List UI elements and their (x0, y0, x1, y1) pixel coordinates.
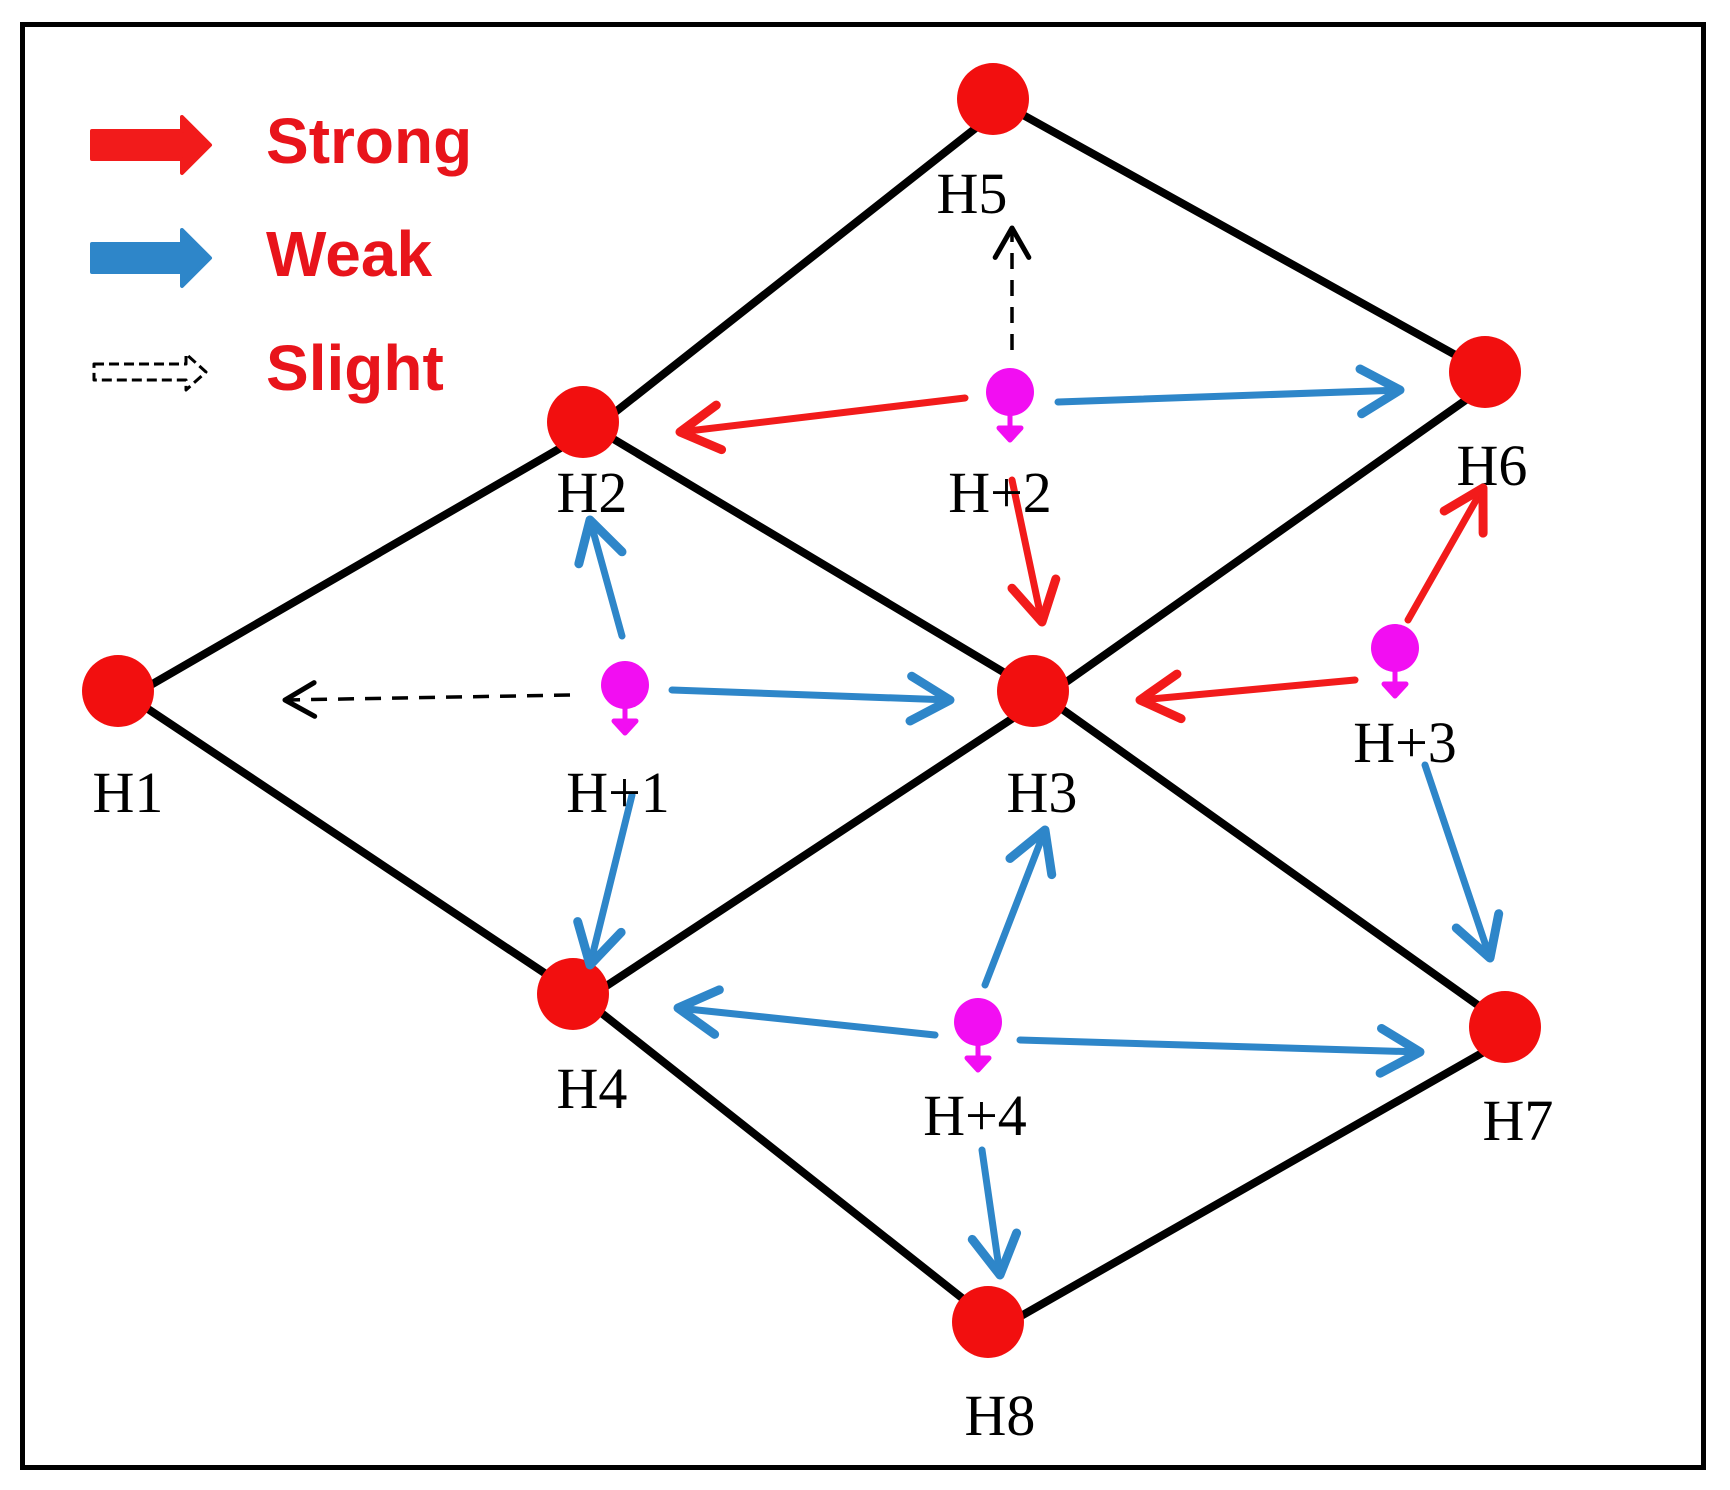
site-h7-label: H7 (1483, 1088, 1554, 1153)
edge-h4-h3 (581, 693, 1049, 1004)
site-h4-dot (537, 958, 609, 1030)
legend-strong-arrow-icon (90, 115, 212, 175)
edge-h6-h3 (1041, 374, 1501, 701)
site-h2-dot (547, 386, 619, 458)
arrow-hplus1-to-h2-weak (574, 515, 627, 640)
arrow-hplus2-to-h3-strong (1007, 476, 1061, 627)
hydrogen-hplus2: H+2 (948, 368, 1052, 525)
arrow-hplus1-to-h4-weak (573, 791, 636, 970)
arrow-hplus2-to-h6-weak (1054, 364, 1405, 419)
arrow-hplus3-to-h7-weak (1421, 761, 1504, 963)
edge-h2-h5 (591, 101, 1009, 432)
legend-item-weak: Weak (90, 218, 432, 290)
edge-h8-h4 (581, 996, 1004, 1332)
site-h7-dot (1469, 991, 1541, 1063)
hydrogen-hplus2-pin-icon (996, 412, 1024, 443)
arrow-hplus4-to-h7-weak (1016, 1023, 1425, 1078)
hydrogen-hplus4-ball (954, 998, 1002, 1046)
site-h4-label: H4 (557, 1056, 628, 1121)
hydrogen-hplus4-pin-icon (964, 1042, 992, 1073)
site-h6-dot (1449, 336, 1521, 408)
legend-item-strong: Strong (90, 105, 472, 177)
arrow-hplus3-to-h6-strong (1404, 483, 1488, 624)
hydrogen-hplus1-ball (601, 661, 649, 709)
hydrogen-hplus2-label: H+2 (948, 460, 1052, 525)
site-h1-label: H1 (93, 760, 164, 825)
legend-label-slight: Slight (266, 332, 444, 404)
edge-h5-h6 (1001, 101, 1501, 382)
hydrogen-hplus3-pin-icon (1381, 668, 1409, 699)
hydrogen-atoms: H+1 H+2H+3H+4 (566, 368, 1457, 1148)
edge-h1-h2 (126, 424, 599, 701)
hydrogen-hplus1-label: H+1 (566, 760, 670, 825)
arrow-hplus4-to-h8-weak (967, 1146, 1022, 1280)
arrow-hplus1-to-h1-slight (282, 680, 571, 719)
hydrogen-hplus1: H+1 (566, 661, 670, 825)
legend-slight-arrow-icon (92, 352, 208, 392)
hydrogen-hplus2-ball (986, 368, 1034, 416)
arrow-hplus4-to-h4-weak (673, 985, 939, 1039)
legend-item-slight: Slight (92, 332, 444, 404)
arrow-hplus3-to-h3-strong (1135, 669, 1359, 724)
site-h6-label: H6 (1457, 433, 1528, 498)
legend-label-strong: Strong (266, 105, 472, 177)
edge-h3-h2 (591, 424, 1049, 701)
arrow-hplus1-to-h3-weak (668, 671, 955, 726)
site-h2-label: H2 (557, 460, 628, 525)
hydrogen-hplus3-ball (1371, 624, 1419, 672)
legend-weak-arrow-icon (90, 228, 212, 288)
hydrogen-hplus4-label: H+4 (923, 1083, 1027, 1148)
site-h1-dot (82, 655, 154, 727)
interaction-arrows (282, 225, 1504, 1280)
site-h3-dot (997, 655, 1069, 727)
hydrogen-hplus3-label: H+3 (1353, 710, 1457, 775)
legend: Strong Weak Slight (90, 105, 472, 404)
edge-h3-h7 (1041, 693, 1521, 1037)
lattice-edges (126, 101, 1521, 1332)
edge-h4-h1 (126, 693, 589, 1004)
hydrogen-hplus4: H+4 (923, 998, 1027, 1148)
site-h8-dot (952, 1286, 1024, 1358)
edge-h7-h8 (996, 1029, 1521, 1332)
figure-frame (20, 22, 1706, 1470)
site-h8-label: H8 (965, 1383, 1036, 1448)
site-h5-dot (957, 63, 1029, 135)
legend-label-weak: Weak (266, 218, 432, 290)
site-h5-label: H5 (937, 161, 1008, 226)
arrow-hplus4-to-h3-weak (981, 825, 1057, 989)
hydrogen-hplus1-pin-icon (611, 705, 639, 736)
arrow-hplus2-to-h2-strong (675, 394, 969, 455)
hydrogen-hplus3: H+3 (1353, 624, 1457, 775)
site-h3-label: H3 (1007, 760, 1078, 825)
